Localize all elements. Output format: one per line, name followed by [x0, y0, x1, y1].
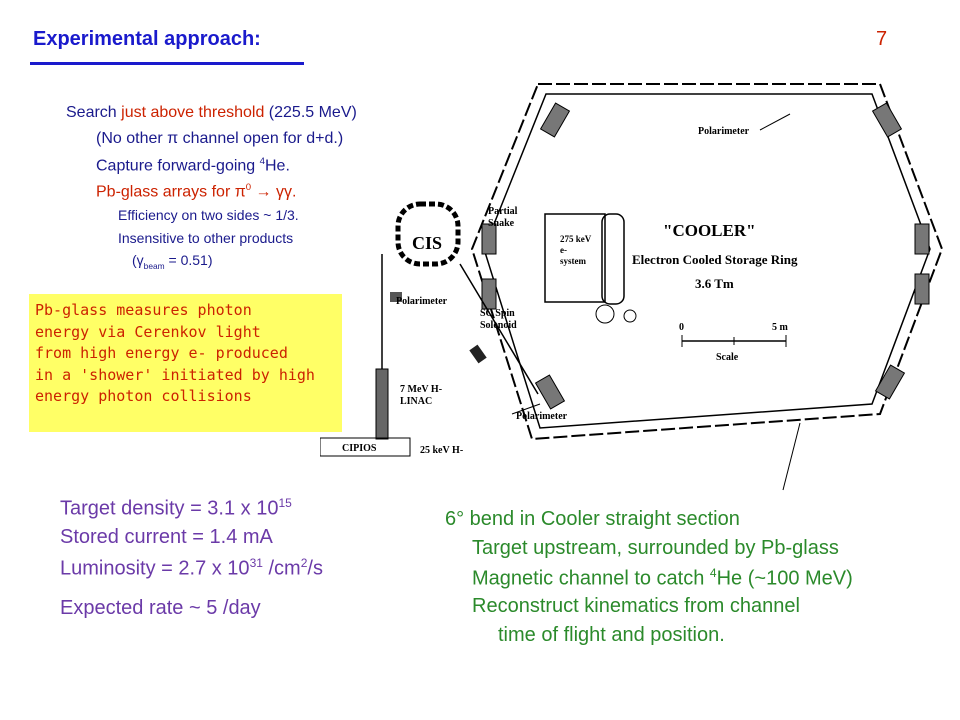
label-25kev: 25 keV H-: [420, 445, 463, 456]
callout-text: Pb-glass measures photon energy via Cere…: [35, 301, 315, 405]
capture-sup: 4: [259, 156, 265, 167]
time-of-flight-line: time of flight and position.: [498, 624, 725, 646]
target-upstream: Target upstream, surrounded by Pb-glass: [472, 537, 839, 559]
search-prefix: Search: [66, 104, 122, 121]
label-scale-5: 5 m: [772, 322, 789, 333]
search-line: Search just above threshold (225.5 MeV): [66, 104, 357, 122]
luminosity: Luminosity = 2.7 x 1031 /cm2/s: [60, 556, 323, 581]
label-sc-spin-1: SC Spin: [480, 308, 515, 319]
no-other-channel-line: (No other π channel open for d+d.): [96, 130, 344, 147]
label-275kev-2: e-: [560, 245, 567, 255]
label-polarimeter-top: Polarimeter: [698, 126, 750, 137]
cis-ring: [395, 201, 461, 267]
luminosity-text: Luminosity = 2.7 x 10: [60, 557, 250, 580]
label-partial-snake-2: Snake: [488, 218, 515, 229]
label-scale: Scale: [716, 352, 739, 363]
label-cis: CIS: [412, 233, 442, 253]
label-scale-0: 0: [679, 322, 684, 333]
luminosity-unit-exp: 2: [300, 556, 308, 570]
gamma-beam-sub: beam: [143, 260, 165, 271]
gamma-beam-line: (γbeam = 0.51): [132, 252, 213, 271]
title-underline: [30, 62, 304, 65]
sc-spin-solenoid: [469, 344, 487, 364]
cipios-box: [320, 437, 411, 457]
label-partial-snake-1: Partial: [488, 206, 518, 217]
luminosity-exp: 31: [249, 556, 263, 570]
target-density: Target density = 3.1 x 1015: [60, 496, 292, 521]
label-linac-2: LINAC: [400, 396, 432, 407]
luminosity-unit-end: /s: [307, 557, 323, 580]
magnetic-channel-he: He (~100 MeV): [716, 567, 853, 590]
pb-glass-line: Pb-glass arrays for π0 → γγ.: [96, 182, 296, 201]
label-cooler: "COOLER": [663, 221, 756, 240]
label-polarimeter-bottom: Polarimeter: [516, 411, 568, 422]
bend-pointer: [782, 422, 801, 491]
label-tm: 3.6 Tm: [695, 276, 734, 291]
pi-sup: 0: [245, 182, 252, 193]
label-cipios: CIPIOS: [342, 443, 377, 454]
electron-cooler-box: [544, 213, 606, 303]
cerenkov-callout: Pb-glass measures photon energy via Cere…: [29, 294, 342, 432]
electron-gun: [601, 213, 625, 305]
capture-he: He.: [264, 157, 290, 175]
magnetic-channel: Magnetic channel to catch 4He (~100 MeV): [472, 566, 853, 591]
label-cooler-subtitle: Electron Cooled Storage Ring: [632, 252, 798, 267]
gamma-beam-open: (γ: [132, 252, 144, 268]
label-linac-1: 7 MeV H-: [400, 384, 442, 395]
gamma-beam-value: = 0.51): [164, 252, 213, 268]
expected-rate: Expected rate ~ 5 /day: [60, 597, 261, 619]
stored-current: Stored current = 1.4 mA: [60, 526, 273, 548]
magnetic-channel-sup: 4: [709, 566, 717, 580]
threshold-energy: (225.5 MeV): [264, 104, 357, 121]
target-density-text: Target density = 3.1 x 10: [60, 497, 279, 520]
bend-heading: 6° bend in Cooler straight section: [445, 508, 740, 530]
ring-magnets: [481, 102, 930, 410]
pb-glass-text: Pb-glass arrays for π: [96, 183, 246, 201]
target-density-exp: 15: [278, 496, 292, 510]
cooler-ring-diagram: Polarimeter CIS Partial Snake 275 keV e-…: [320, 83, 944, 457]
label-sc-spin-2: Solenoid: [480, 320, 517, 331]
page-number: 7: [876, 28, 888, 50]
label-polarimeter-left: Polarimeter: [396, 296, 448, 307]
capture-text: Capture forward-going: [96, 157, 260, 175]
efficiency-line: Efficiency on two sides ~ 1/3.: [118, 207, 299, 223]
insensitive-line: Insensitive to other products: [118, 230, 294, 246]
gamma-gamma: → γγ.: [251, 183, 297, 201]
reconstruct-line: Reconstruct kinematics from channel: [472, 595, 800, 617]
slide-title: Experimental approach:: [33, 28, 261, 50]
linac: [375, 368, 389, 440]
magnetic-channel-text: Magnetic channel to catch: [472, 567, 710, 590]
cooler-ring-outer: [470, 83, 944, 441]
luminosity-unit: /cm: [262, 557, 301, 580]
capture-line: Capture forward-going 4He.: [96, 156, 290, 175]
threshold-highlight: just above threshold: [121, 104, 265, 121]
polarimeter-left: [390, 292, 402, 302]
label-275kev-1: 275 keV: [560, 234, 592, 244]
label-275kev-3: system: [560, 256, 586, 266]
